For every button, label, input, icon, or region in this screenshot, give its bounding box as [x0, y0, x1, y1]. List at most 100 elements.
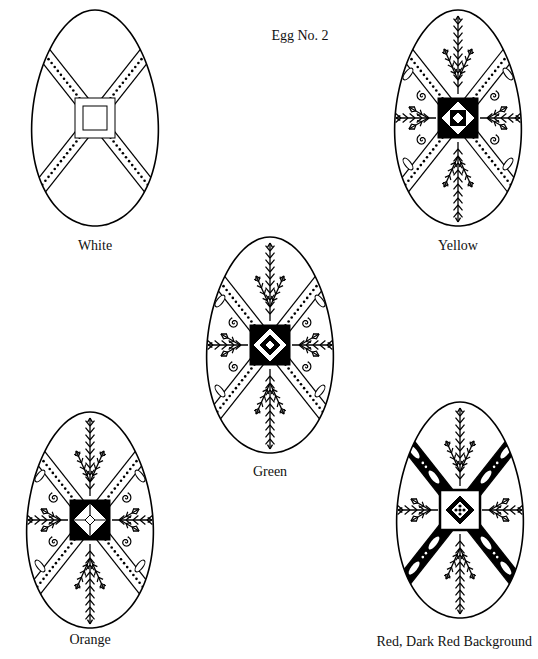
egg [368, 396, 538, 624]
band-bead [157, 605, 160, 608]
branch-stem [457, 16, 458, 94]
branch-stem [460, 548, 474, 579]
branch-leaf [96, 467, 100, 469]
branch-stem [459, 534, 460, 614]
branch-tip [398, 510, 402, 513]
branch-leaf [454, 33, 459, 38]
band-bead [60, 74, 63, 77]
branch-leaf [90, 586, 95, 591]
branch-leaf [458, 61, 463, 66]
band-bead [113, 487, 116, 490]
band-bead [63, 156, 66, 159]
branch-leaf [270, 432, 275, 437]
branch-leaf [80, 571, 84, 573]
branch-leaf [83, 473, 87, 475]
branch-leaf [270, 274, 275, 279]
band-bead [11, 421, 14, 424]
band-bead [403, 438, 406, 441]
center-motif [440, 490, 480, 530]
band-bead [125, 156, 128, 159]
branch-tip [221, 334, 224, 338]
band-bead [153, 191, 156, 194]
egg-design [3, 4, 188, 232]
branch-tip [28, 520, 32, 523]
band-bead [373, 223, 376, 226]
branch-leaf [450, 457, 454, 459]
band-bead [533, 415, 536, 418]
branch-tip [328, 343, 332, 346]
branch-leaf [94, 571, 95, 576]
band-bead [137, 62, 140, 65]
band-bead [10, 11, 13, 14]
band-bead [29, 34, 32, 37]
branch-tip [103, 584, 105, 589]
branch-tip [221, 355, 226, 356]
band-bead [321, 277, 324, 280]
branch-leaf [133, 516, 138, 521]
band-bead [171, 215, 174, 218]
branch-leaf [313, 341, 318, 346]
band-fill [368, 396, 538, 624]
branch-tip [148, 518, 152, 521]
band-bead [8, 621, 11, 624]
branch-stem [409, 118, 428, 129]
band-line [0, 414, 171, 634]
band-bead [389, 203, 392, 206]
band-bead [24, 436, 27, 439]
band-oval [499, 560, 514, 576]
branch-leaf [405, 510, 410, 515]
band-bead [497, 168, 500, 171]
branch-leaf [419, 510, 424, 515]
band-bead [244, 375, 247, 378]
band-bead [496, 556, 499, 559]
branch-leaf [403, 114, 408, 119]
band-bead [143, 179, 146, 182]
band-bead [528, 207, 531, 210]
branch-leaf [49, 520, 54, 525]
band-bead [303, 301, 306, 304]
band-bead [401, 187, 404, 190]
center-motif [70, 500, 110, 540]
band-bead [149, 187, 152, 190]
branch-leaf [90, 463, 95, 468]
band-bead [35, 42, 38, 45]
branch-leaf [86, 614, 91, 619]
band-fill [368, 396, 538, 624]
band-bead [67, 491, 70, 494]
branch-leaf [460, 604, 465, 609]
branch-tip [411, 520, 416, 521]
branch-leaf [90, 442, 95, 447]
branch-leaf [86, 484, 91, 489]
band-oval [479, 535, 494, 551]
band-bead [30, 593, 33, 596]
band-bead [530, 599, 533, 602]
band-bead [334, 261, 337, 264]
band-bead [398, 42, 401, 45]
branch-leaf [312, 352, 314, 357]
branch-tip [411, 499, 414, 503]
leaf-oval [313, 384, 326, 399]
band-bead [174, 15, 177, 18]
band-bead [372, 399, 375, 402]
band-bead [134, 66, 137, 69]
branch-leaf [52, 512, 54, 517]
branch-leaf [494, 122, 496, 127]
band-bead [514, 438, 517, 441]
leaf-oval [401, 157, 414, 172]
branch-leaf [327, 341, 332, 346]
band-bead [69, 148, 72, 151]
branch-leaf [312, 333, 314, 338]
branch-tip [134, 508, 139, 509]
branch-leaf [91, 564, 92, 569]
band-bead [387, 418, 390, 421]
branch-leaf [417, 118, 422, 123]
band-bead [407, 179, 410, 182]
band-bead [26, 30, 29, 33]
band-bead [293, 312, 296, 315]
band-bead [64, 550, 67, 553]
band-bead [156, 38, 159, 41]
egg [366, 4, 538, 232]
branch-leaf [460, 590, 465, 595]
branch-stem [28, 519, 68, 520]
branch-leaf [266, 309, 271, 314]
